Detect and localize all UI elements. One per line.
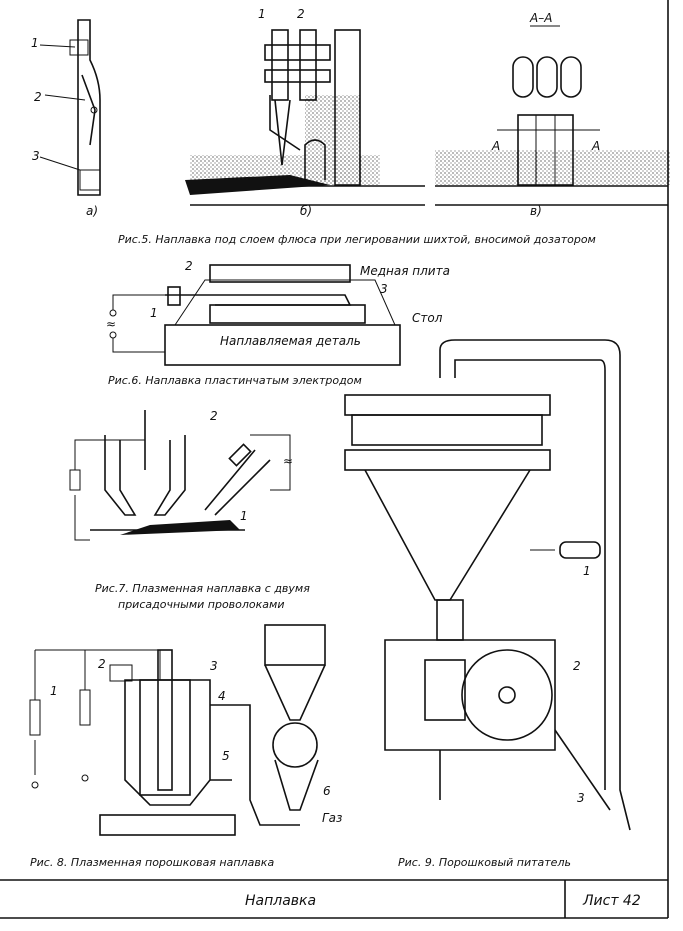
fig5b-label-1: 1 — [258, 7, 266, 21]
fig8-caption: Рис. 8. Плазменная порошковая наплавка — [30, 856, 274, 869]
fig8-gas-label: Газ — [322, 811, 342, 825]
fig5-sub-a: а) — [86, 204, 98, 218]
title-block-title: Наплавка — [245, 893, 316, 909]
fig6-label-3: 3 — [380, 282, 388, 296]
fig6-workpiece: Наплавляемая деталь — [220, 334, 361, 348]
fig9-label-3: 3 — [577, 791, 585, 805]
fig7-caption-line1: Рис.7. Плазменная наплавка с двумя — [95, 582, 310, 595]
fig5b-label-2: 2 — [297, 7, 305, 21]
fig5c-section-mark-left: А — [491, 139, 500, 153]
fig5-sub-c: в) — [530, 204, 542, 218]
fig5-caption: Рис.5. Наплавка под слоем флюса при леги… — [118, 233, 596, 246]
fig6-drawing: ≈ 2 1 3 Медная плита Стол Наплавляемая д… — [106, 259, 450, 366]
fig7-ac-symbol: ≈ — [283, 454, 293, 468]
fig9-label-1: 1 — [583, 564, 591, 578]
fig5b-drawing: 1 2 б) — [185, 7, 425, 218]
fig6-ac-symbol: ≈ — [106, 317, 116, 331]
fig8-label-2: 2 — [98, 657, 106, 671]
fig7-label-2: 2 — [210, 409, 218, 423]
title-block-sheet: Лист 42 — [582, 893, 641, 909]
fig8-label-4: 4 — [218, 689, 226, 703]
fig8-label-6: 6 — [323, 784, 331, 798]
fig5a-label-2: 2 — [34, 90, 42, 104]
fig6-label-1: 1 — [150, 306, 158, 320]
fig5c-section-title: А–А — [529, 11, 552, 25]
fig5a-drawing: 1 2 3 а) — [31, 19, 101, 218]
fig5a-label-3: 3 — [32, 149, 40, 163]
fig5c-drawing: А–А А А в) — [435, 11, 670, 218]
fig5a-label-1: 1 — [31, 36, 39, 50]
fig6-caption: Рис.6. Наплавка пластинчатым электродом — [108, 374, 362, 387]
fig8-label-5: 5 — [222, 749, 230, 763]
fig6-table: Стол — [412, 311, 443, 325]
fig5-sub-b: б) — [300, 204, 312, 218]
fig7-label-1: 1 — [240, 509, 248, 523]
fig6-label-2: 2 — [185, 259, 193, 273]
fig9-drawing: 1 2 3 — [344, 339, 631, 831]
fig8-drawing: 2 1 3 4 5 6 Газ — [29, 624, 342, 836]
fig7-caption-line2: присадочными проволоками — [118, 598, 284, 611]
fig6-copper-plate: Медная плита — [360, 264, 450, 278]
fig8-label-3: 3 — [210, 659, 218, 673]
fig9-label-2: 2 — [573, 659, 581, 673]
fig8-label-1: 1 — [50, 684, 58, 698]
fig7-drawing: ≈ 2 1 — [69, 409, 293, 541]
fig5c-section-mark-right: А — [591, 139, 600, 153]
fig9-caption: Рис. 9. Порошковый питатель — [398, 856, 571, 869]
